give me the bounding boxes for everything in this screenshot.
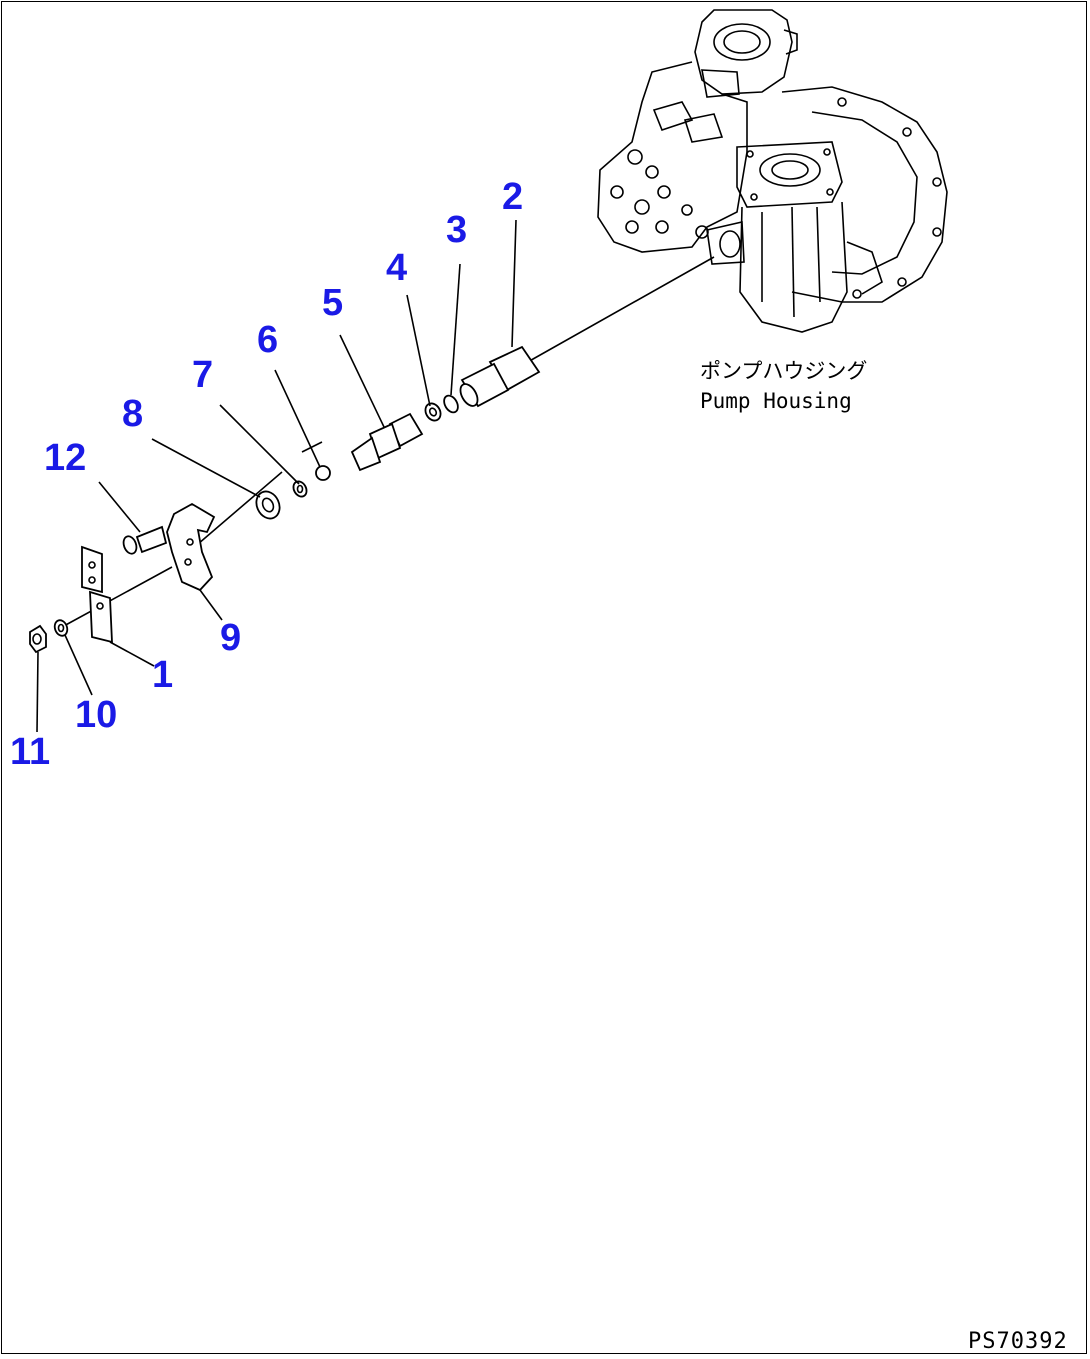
callout-1: 1 <box>152 654 173 696</box>
part-1-bracket <box>81 545 113 644</box>
callout-2: 2 <box>502 176 523 218</box>
leader-lines <box>36 219 517 733</box>
callout-labels: 2 3 4 5 6 7 8 12 9 1 10 11 <box>10 176 523 773</box>
housing-label-jp: ポンプハウジング <box>700 359 867 383</box>
part-2-valve-body <box>459 345 541 408</box>
callout-8: 8 <box>122 393 143 435</box>
callout-4: 4 <box>386 247 407 289</box>
callout-7: 7 <box>192 354 213 396</box>
part-11-nut <box>29 624 47 654</box>
part-3-o-ring <box>443 394 459 414</box>
callout-6: 6 <box>257 319 278 361</box>
part-9-lever <box>166 502 216 592</box>
callout-9: 9 <box>220 617 241 659</box>
part-5-plug <box>350 412 424 472</box>
part-7-nut <box>292 480 308 498</box>
housing-label-en: Pump Housing <box>700 389 852 413</box>
pump-housing-drawing <box>597 9 948 333</box>
drawing-id: PS70392 <box>968 1329 1068 1354</box>
callout-11: 11 <box>10 731 50 773</box>
part-4-washer <box>424 402 442 422</box>
part-8-seal <box>255 490 281 520</box>
callout-10: 10 <box>75 694 117 736</box>
callout-5: 5 <box>322 282 343 324</box>
callout-3: 3 <box>446 209 467 251</box>
part-6-ball <box>315 465 331 481</box>
callout-12: 12 <box>44 437 86 479</box>
part-12-bolt <box>122 525 168 555</box>
part-10-washer <box>53 619 69 637</box>
assembly-axis-line <box>61 256 715 628</box>
